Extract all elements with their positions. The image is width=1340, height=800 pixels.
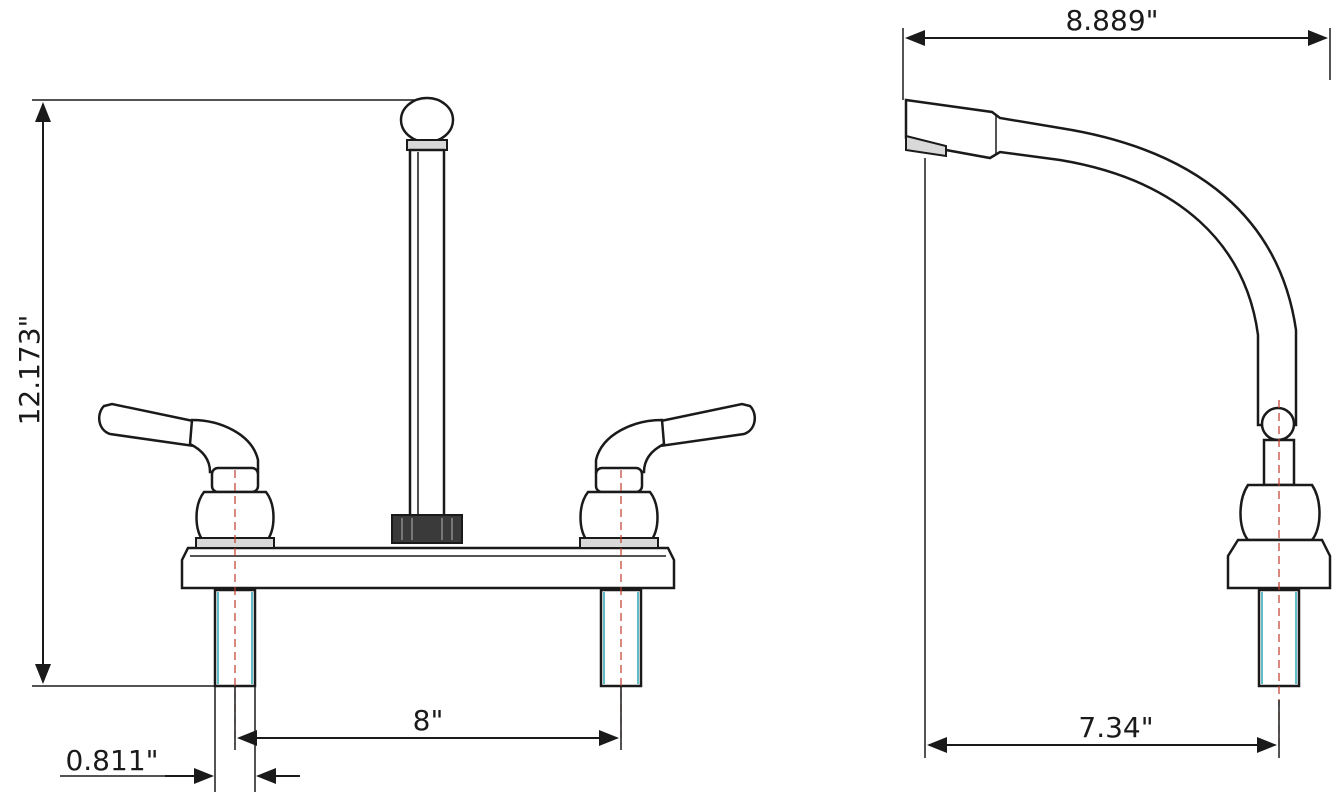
side-view: 8.889" 7.34": [902, 4, 1332, 758]
deck-plate-body: [180, 546, 676, 590]
side-spout-pivot: [1260, 406, 1296, 442]
reach-label: 8.889": [1065, 4, 1158, 37]
right-handle: [579, 402, 757, 549]
left-lever-neck: [188, 418, 260, 474]
center-spacing-dimension: 8": [234, 686, 622, 750]
right-handle-escutcheon: [579, 537, 659, 549]
spout-aerator: [905, 134, 947, 158]
right-handle-collar: [594, 466, 644, 494]
height-dimension: 12.173": [13, 99, 415, 687]
spout-ball-cap: [399, 96, 455, 144]
left-handle: [97, 402, 275, 549]
shank-diameter-dimension: 0.811": [60, 686, 300, 792]
spout-cap-collar: [406, 139, 448, 151]
base-to-outlet-dimension: 7.34": [924, 158, 1280, 758]
spout-tube: [408, 148, 446, 520]
spout-base-nut: [391, 514, 463, 544]
side-spout-body: [904, 98, 1298, 427]
right-handle-bonnet: [579, 490, 659, 544]
center-spacing-label: 8": [413, 704, 444, 737]
center-spout: [391, 96, 463, 544]
side-bonnet: [1239, 483, 1321, 542]
reach-dimension: 8.889": [902, 4, 1331, 100]
base-to-outlet-label: 7.34": [1078, 711, 1153, 744]
height-label: 12.173": [13, 315, 46, 426]
left-lever: [97, 402, 200, 448]
deck-plate: [180, 546, 676, 590]
front-view: 12.173": [13, 96, 757, 792]
right-lever-neck: [594, 418, 666, 474]
shank-diameter-label: 0.811": [65, 744, 158, 777]
side-spout: [904, 98, 1332, 750]
right-lever: [654, 402, 757, 448]
